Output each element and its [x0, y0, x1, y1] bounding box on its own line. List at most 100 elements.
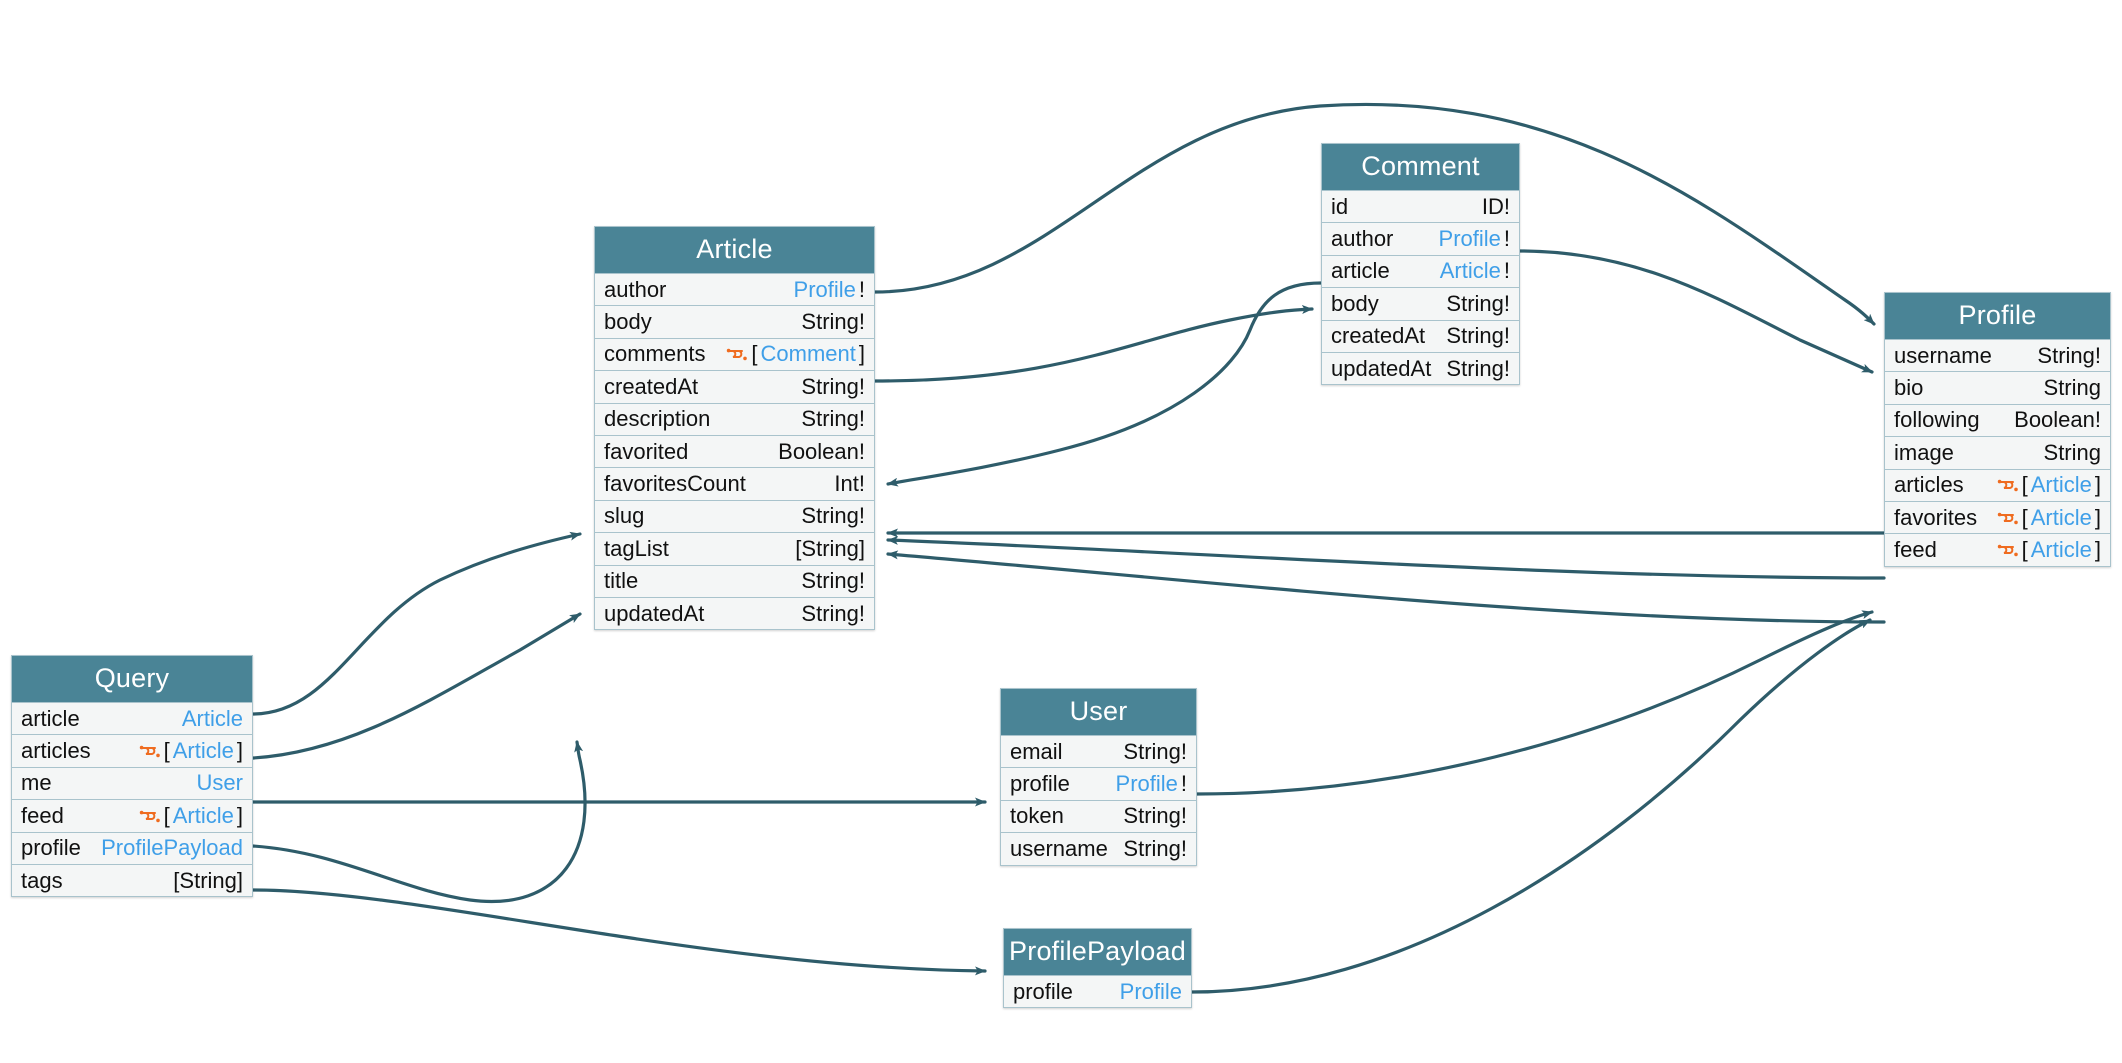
field-type-article-createdAt: String! — [801, 374, 865, 400]
field-name-query-articles: articles — [21, 738, 91, 764]
field-name-profile-articles: articles — [1894, 472, 1964, 498]
type-name: String! — [801, 600, 865, 626]
type-name: Boolean! — [2014, 407, 2101, 433]
field-row-query-articles[interactable]: articles[Article] — [12, 734, 252, 767]
node-header-user: User — [1001, 689, 1196, 735]
field-name-article-favoritesCount: favoritesCount — [604, 471, 746, 497]
type-name: Article — [181, 705, 243, 731]
edge-profile-favorites-to-article — [886, 535, 1886, 580]
type-name: Article — [1439, 258, 1501, 284]
type-name: String! — [801, 373, 865, 399]
edge-payload-profile-to-profile — [1190, 618, 1872, 994]
field-row-profile-feed[interactable]: feed[Article] — [1885, 533, 2110, 566]
field-row-profile-following[interactable]: following Boolean! — [1885, 403, 2110, 437]
field-type-user-profile: Profile! — [1116, 771, 1187, 797]
field-name-article-comments: comments — [604, 341, 706, 367]
field-name-query-tags: tags — [21, 867, 63, 893]
field-type-query-feed: [Article] — [139, 803, 243, 829]
type-name: String! — [801, 406, 865, 432]
edge-profile-feed-to-article — [886, 550, 1886, 624]
field-row-article-updatedAt[interactable]: updatedAt String! — [595, 596, 874, 630]
field-row-article-favoritesCount[interactable]: favoritesCount Int! — [595, 467, 874, 500]
bracket-close: ] — [236, 738, 243, 764]
array-list-icon — [139, 745, 160, 758]
field-type-profilepayload-profile: Profile — [1120, 979, 1182, 1005]
field-type-article-updatedAt: String! — [801, 601, 865, 627]
field-type-comment-createdAt: String! — [1446, 323, 1510, 349]
bracket-close: ] — [2094, 537, 2101, 563]
field-name-article-updatedAt: updatedAt — [604, 600, 705, 626]
field-type-article-comments: [Comment] — [726, 341, 865, 367]
field-name-comment-body: body — [1331, 290, 1379, 316]
edge-comment-author-to-profile — [1518, 249, 1874, 374]
field-row-user-email[interactable]: email String! — [1001, 735, 1196, 768]
array-list-icon — [1997, 512, 2018, 524]
array-list-icon — [727, 349, 748, 361]
non-null-marker: ! — [1503, 226, 1510, 252]
field-name-profile-favorites: favorites — [1894, 504, 1978, 530]
field-row-query-feed[interactable]: feed [Article] — [12, 799, 252, 832]
field-name-user-email: email — [1010, 738, 1063, 764]
field-name-user-token: token — [1010, 803, 1064, 829]
type-name: Boolean! — [778, 438, 865, 464]
field-type-article-favorited: Boolean! — [778, 439, 865, 465]
field-name-profile-following: following — [1894, 407, 1980, 433]
field-type-comment-updatedAt: String! — [1446, 356, 1510, 382]
field-name-query-me: me — [21, 770, 52, 796]
field-type-comment-article: Article! — [1440, 258, 1510, 284]
type-name: Article — [2030, 504, 2092, 530]
field-row-user-token[interactable]: token String! — [1001, 799, 1196, 833]
edge-user-profile-to-profile — [1195, 610, 1874, 796]
type-name: String! — [801, 309, 865, 335]
field-type-query-me: User — [197, 770, 243, 796]
field-type-profile-bio: String — [2044, 375, 2101, 401]
field-type-profile-articles: [Article] — [1997, 472, 2101, 498]
bracket-open: [ — [2021, 504, 2028, 530]
type-name: User — [196, 770, 243, 796]
field-row-article-tagList[interactable]: tagList[String] — [595, 532, 874, 565]
field-row-query-tags[interactable]: tags[String] — [12, 863, 252, 897]
field-type-query-profile: ProfilePayload — [101, 835, 243, 861]
type-name: String! — [1446, 323, 1510, 349]
type-name: Int! — [834, 471, 865, 497]
field-row-profile-articles[interactable]: articles [Article] — [1885, 468, 2110, 501]
field-name-query-feed: feed — [21, 802, 64, 828]
field-type-article-title: String! — [801, 568, 865, 594]
field-type-article-slug: String! — [801, 503, 865, 529]
bracket-open: [ — [2021, 472, 2028, 498]
field-type-comment-id: ID! — [1482, 194, 1510, 220]
field-row-profile-favorites[interactable]: favorites[Article] — [1885, 500, 2110, 534]
field-row-article-comments[interactable]: comments [Comment] — [595, 337, 874, 371]
field-type-user-username: String! — [1123, 836, 1187, 862]
field-row-query-me[interactable]: me User — [12, 766, 252, 800]
type-name: String! — [1123, 803, 1187, 829]
field-type-user-email: String! — [1123, 739, 1187, 765]
